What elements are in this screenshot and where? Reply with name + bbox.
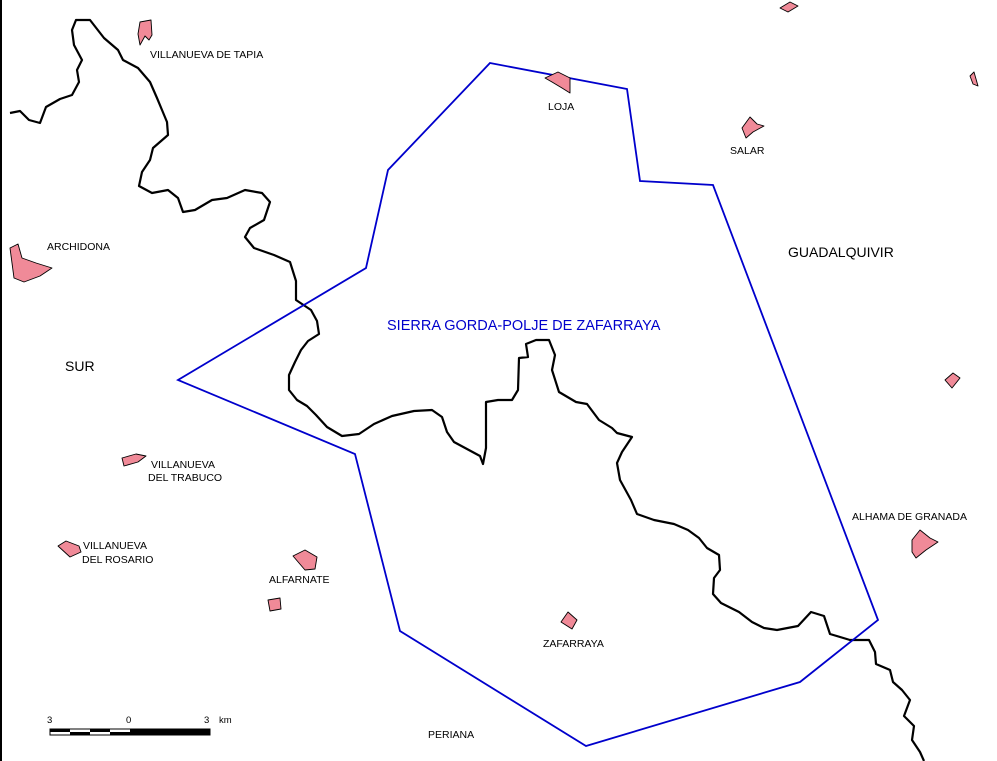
town-label-villanueva-del-trabuco-line1: VILLANUEVA	[151, 459, 215, 471]
town-shape-east-small	[944, 372, 961, 389]
town-label-villanueva-del-trabuco-line2: DEL TRABUCO	[148, 472, 222, 484]
town-shape-zafarraya	[560, 611, 578, 630]
town-polygons	[9, 1, 979, 630]
region-label-sur: SUR	[65, 358, 95, 374]
town-shape-villanueva-del-rosario	[57, 540, 82, 558]
town-label-salar: SALAR	[730, 145, 765, 157]
town-label-loja: LOJA	[548, 101, 574, 113]
scale-bar-label-right: 3	[204, 715, 209, 726]
scale-bar: 3 0 3 km	[47, 715, 232, 736]
town-shape-top-right-small	[969, 71, 979, 87]
town-label-periana: PERIANA	[428, 729, 474, 741]
scale-bar-segment-1	[50, 729, 70, 732]
town-shape-archidona	[9, 243, 53, 283]
town-label-villanueva-del-rosario-line1: VILLANUEVA	[83, 540, 147, 552]
town-shape-alfarnate	[292, 549, 318, 571]
watershed-divide-line	[9, 18, 926, 761]
scale-bar-segment-3	[90, 729, 110, 732]
aquifer-name-label: SIERRA GORDA-POLJE DE ZAFARRAYA	[387, 318, 661, 334]
scale-bar-label-left: 3	[47, 715, 52, 726]
town-label-archidona: ARCHIDONA	[47, 241, 110, 253]
scale-bar-label-unit: km	[219, 715, 232, 726]
scale-bar-segment-2	[70, 732, 90, 735]
town-label-villanueva-de-tapia: VILLANUEVA DE TAPIA	[150, 49, 263, 61]
town-shape-alhama-de-granada	[911, 529, 939, 559]
town-shape-salar	[741, 116, 765, 139]
scale-bar-label-center: 0	[126, 715, 131, 726]
town-label-alhama-de-granada: ALHAMA DE GRANADA	[852, 511, 967, 523]
town-label-alfarnate: ALFARNATE	[269, 574, 330, 586]
scale-bar-segment-4	[110, 732, 130, 735]
town-shape-top-edge	[779, 1, 799, 13]
scale-bar-segment-5	[130, 729, 210, 735]
town-label-zafarraya: ZAFARRAYA	[543, 638, 604, 650]
town-label-villanueva-del-rosario-line2: DEL ROSARIO	[82, 554, 153, 566]
region-label-guadalquivir: GUADALQUIVIR	[788, 244, 894, 260]
town-shape-villanueva-de-tapia	[137, 19, 153, 46]
town-shape-alfarnate-small	[267, 597, 282, 612]
aquifer-boundary-polygon	[176, 62, 880, 747]
town-shape-loja	[544, 71, 571, 94]
town-shape-villanueva-del-trabuco	[121, 453, 147, 467]
